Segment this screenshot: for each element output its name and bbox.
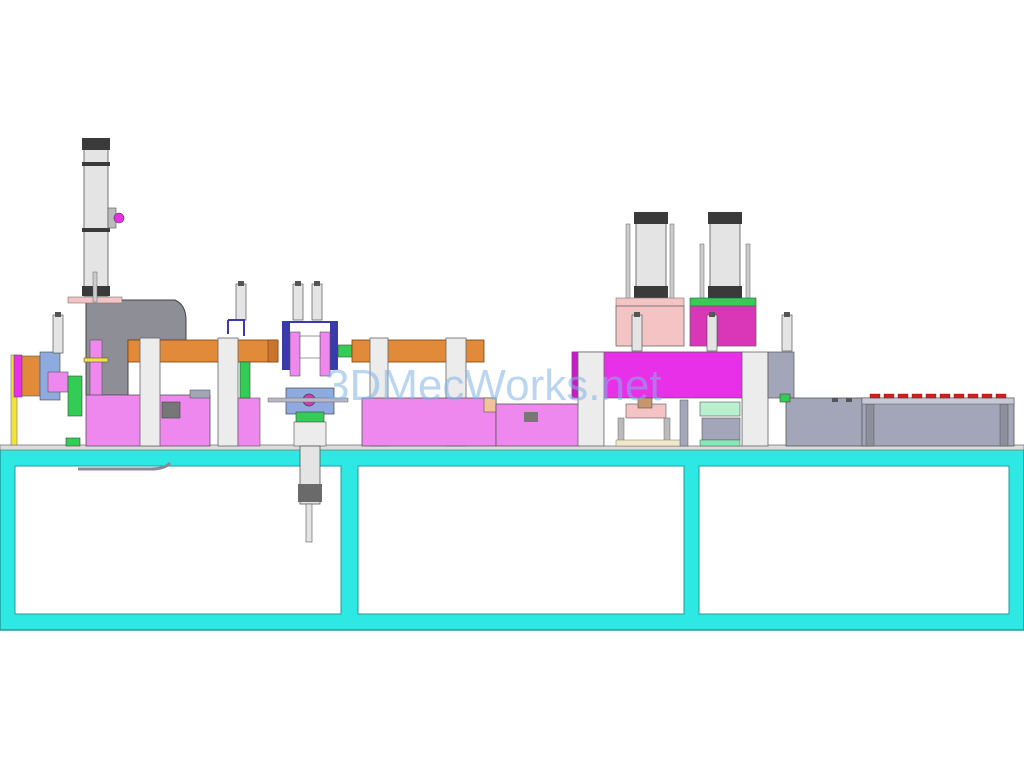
frame-opening-middle [357,465,685,615]
conveyor-parts-row [869,393,1007,399]
air-cylinder-small-4 [311,283,323,321]
feeder-conveyor [779,393,1015,447]
air-cylinder-small-2 [235,283,247,321]
center-station [267,281,353,543]
air-cylinder-small-7 [781,314,793,352]
clamp-bracket-2 [217,337,239,447]
pink-base-block-2 [361,397,497,447]
bent-rod [78,461,172,471]
frame-opening-left [14,465,342,615]
press-station-left [10,138,211,447]
air-cylinder-small-1 [52,314,64,354]
press-station-right [571,212,795,447]
adjust-knob-icon [113,212,125,224]
air-cylinder-small-5 [631,314,643,352]
watermark-text: 3DMecWorks.net [325,361,662,410]
conveyor-table [861,397,1015,447]
frame-opening-right [698,465,1010,615]
air-cylinder-small-6 [706,314,718,352]
clamp-bracket-6 [741,351,769,447]
linear-actuator-2 [351,337,581,447]
gray-base-block [785,397,871,447]
air-cylinder-small-3 [292,283,304,321]
linear-actuator-1 [127,281,279,447]
press-head-right [689,305,757,347]
press-head-left [615,305,685,347]
clamp-bracket-1 [139,337,161,447]
base-frame [0,444,1024,631]
clamp-bracket-5 [577,351,605,447]
